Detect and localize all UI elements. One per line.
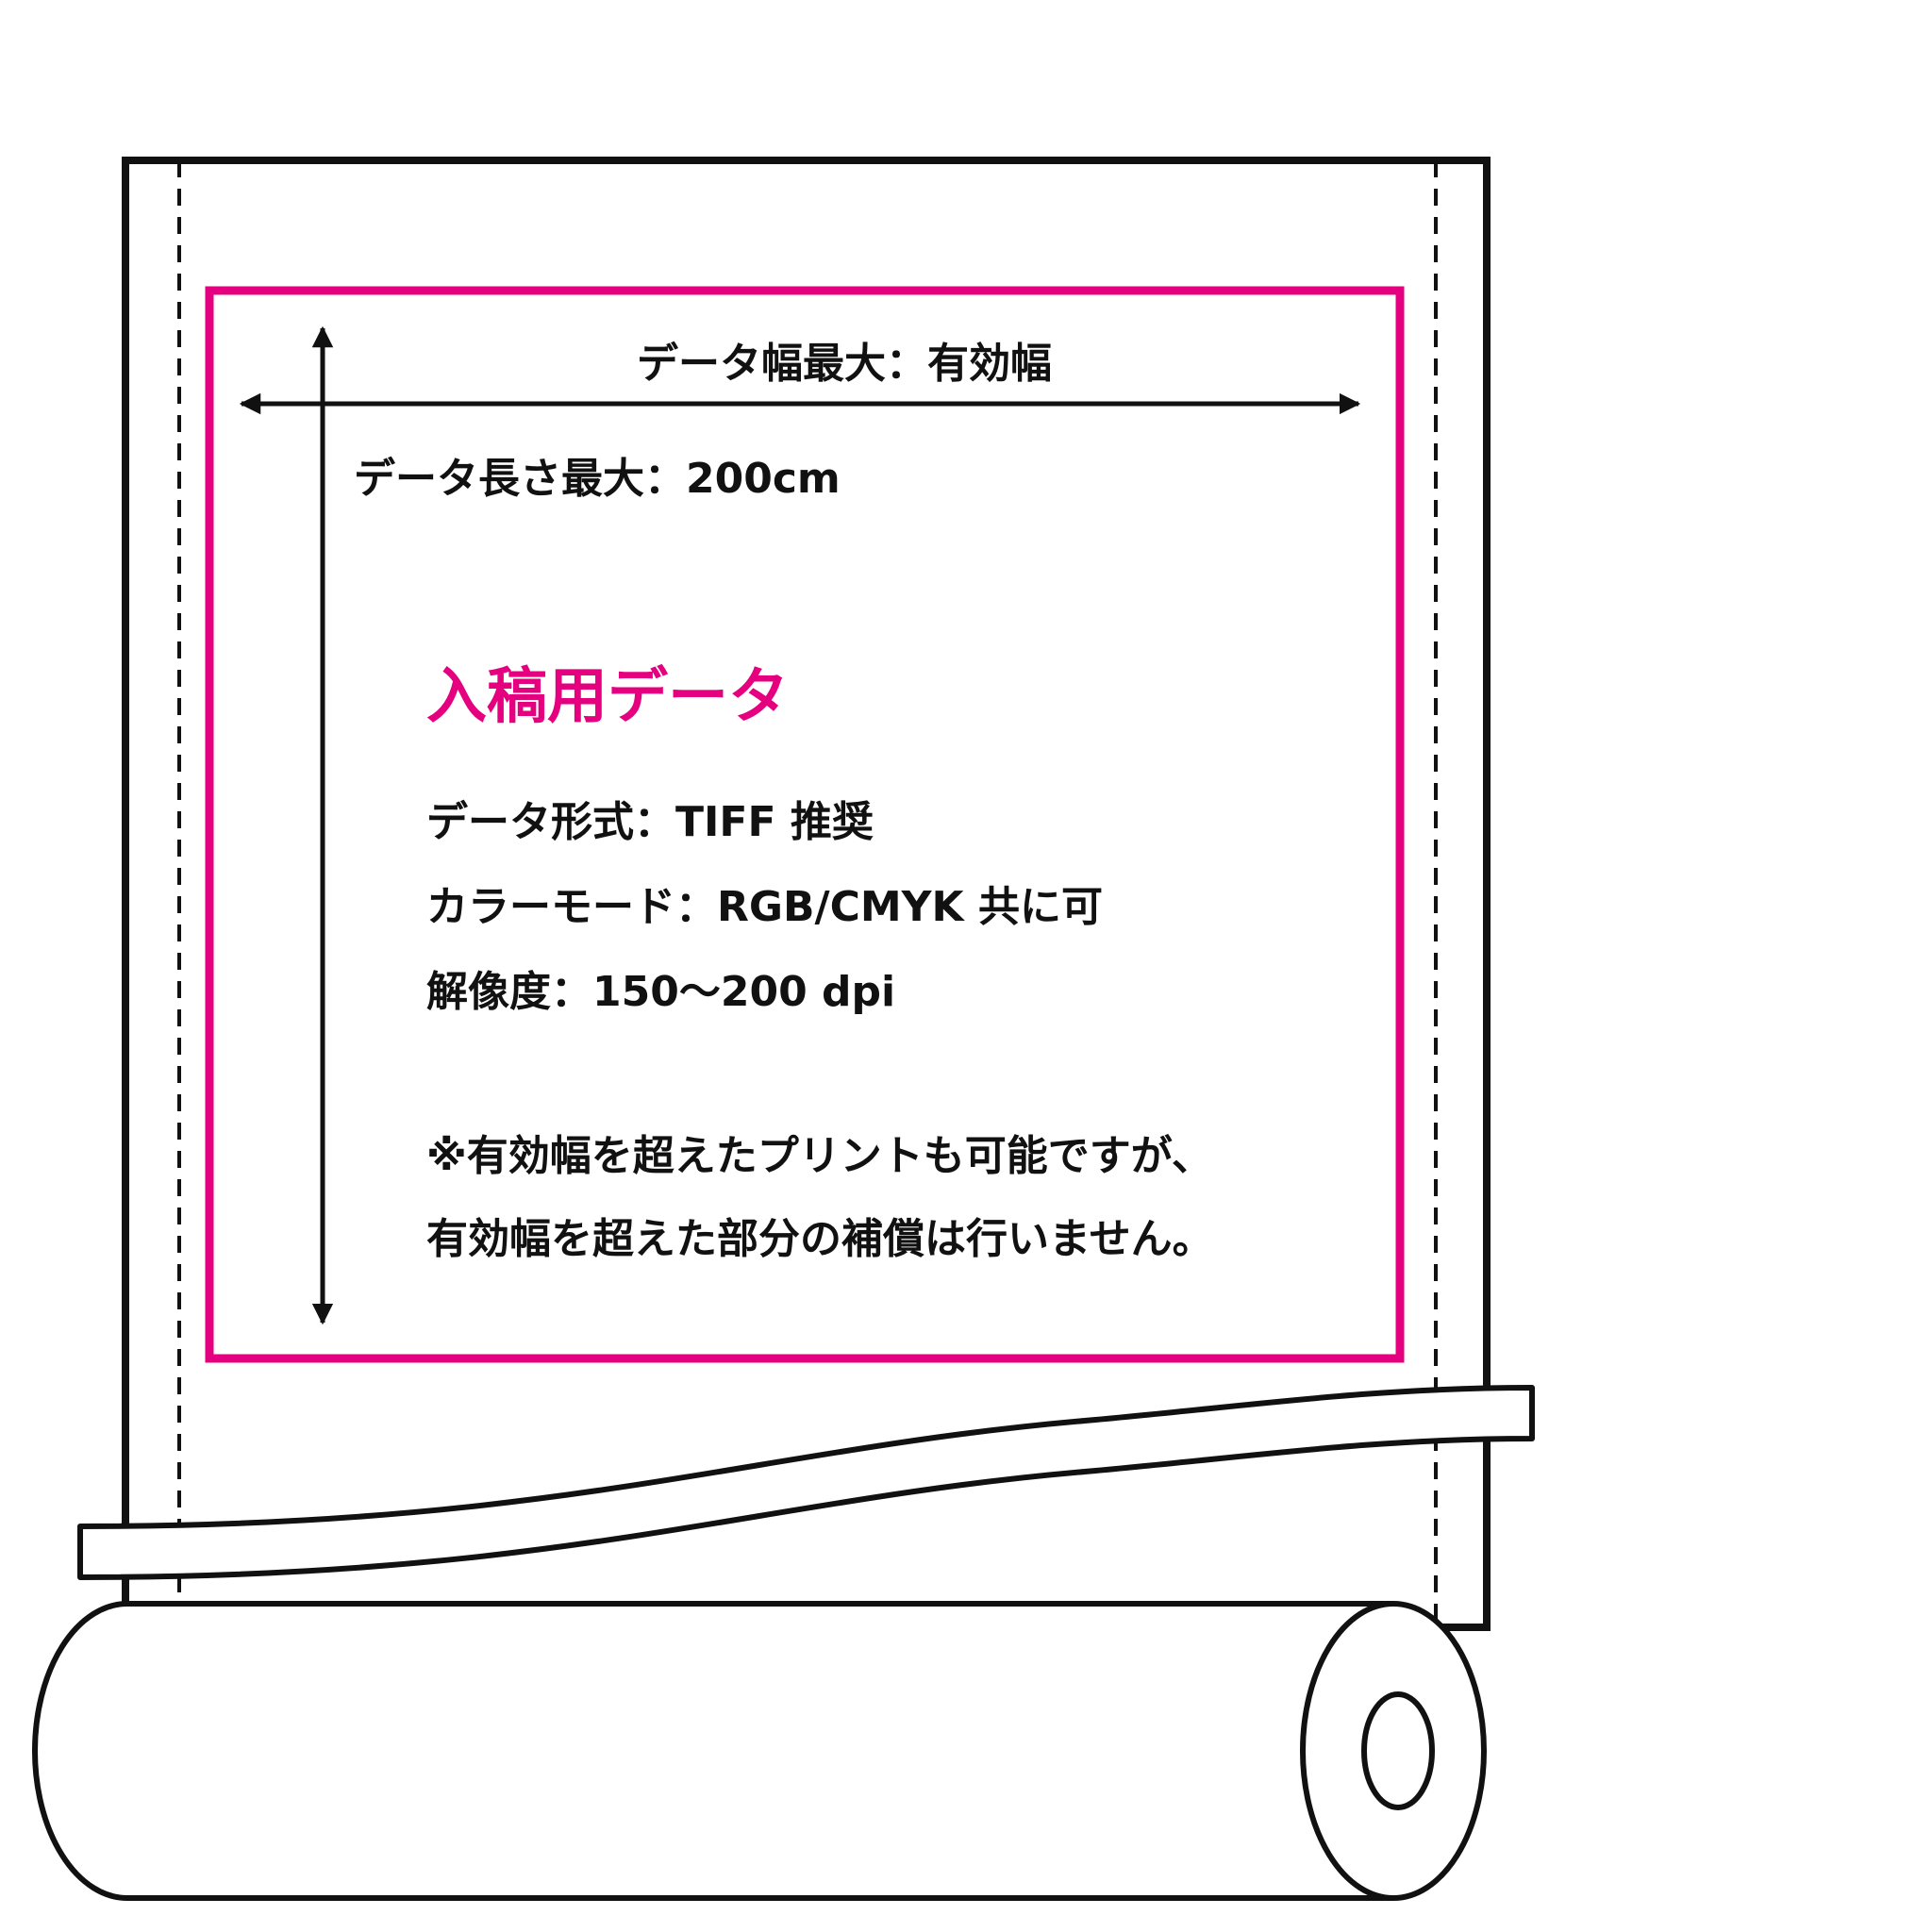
submission-data-heading: 入稿用データ bbox=[426, 662, 789, 732]
data-format-text: データ形式：TIFF 推奨 bbox=[426, 798, 874, 846]
color-mode-text: カラーモード：RGB/CMYK 共に可 bbox=[426, 883, 1103, 931]
data-area-box bbox=[205, 286, 1405, 1363]
unrolled-media-strip bbox=[77, 1385, 1535, 1580]
length-max-label: データ長さ最大：200cm bbox=[354, 455, 841, 503]
roll-body bbox=[32, 1601, 1396, 1901]
note-line-1: ※有効幅を超えたプリントも可能ですが、 bbox=[426, 1132, 1213, 1180]
roll-core-hole bbox=[1361, 1691, 1435, 1810]
note-line-2: 有効幅を超えた部分の補償は行いません。 bbox=[426, 1215, 1214, 1263]
resolution-text: 解像度：150〜200 dpi bbox=[426, 968, 895, 1016]
width-max-label: データ幅最大：有効幅 bbox=[637, 340, 1052, 388]
media-roll bbox=[32, 1601, 1487, 1901]
